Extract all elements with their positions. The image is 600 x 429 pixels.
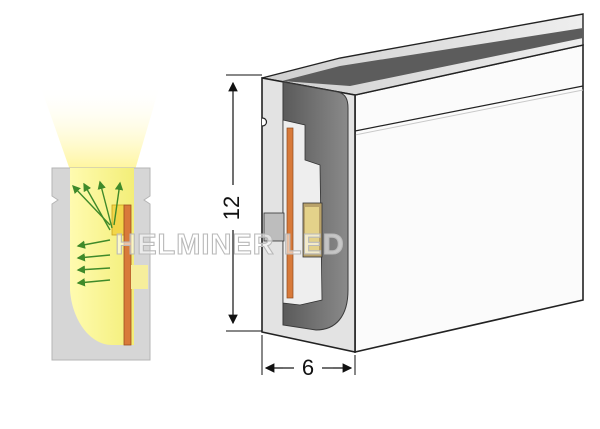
profile-led-chip-face — [305, 207, 319, 253]
width-dimension: 6 — [261, 335, 356, 380]
side-light-block — [131, 265, 148, 289]
pcb-board — [123, 204, 132, 346]
profile-3d-illustration: 12 6 — [219, 13, 584, 380]
profile-clip-notch — [261, 117, 268, 127]
profile-side-ridge — [354, 85, 584, 132]
watermark-text: HELMINER LED — [115, 229, 345, 261]
profile-side-notch — [263, 212, 285, 242]
profile-top-groove — [282, 28, 583, 86]
light-beam — [40, 85, 160, 170]
height-dimension: 12 — [219, 74, 262, 332]
profile-side-ridge-shadow — [354, 89, 584, 136]
profile-pcb — [286, 127, 294, 299]
light-ray-arrows — [72, 180, 124, 287]
cross-section-illustration — [40, 85, 160, 361]
height-dimension-label: 12 — [219, 196, 244, 220]
profile-side-face — [354, 44, 584, 354]
width-dimension-label: 6 — [302, 355, 314, 380]
